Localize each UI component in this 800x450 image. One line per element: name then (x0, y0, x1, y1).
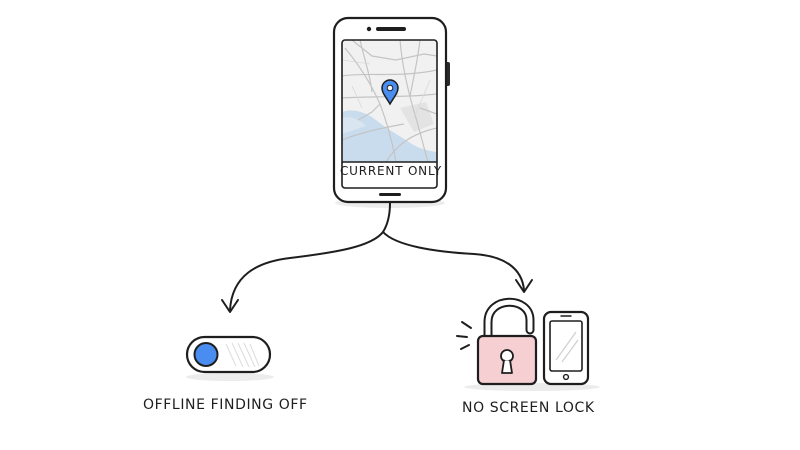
map-water (342, 110, 437, 162)
arrow-left-branch (229, 231, 384, 311)
keyhole-icon (500, 349, 514, 374)
arrow-right-head (515, 279, 533, 293)
map-screen (342, 40, 437, 162)
screen-lock-label: NO SCREEN LOCK (462, 400, 595, 416)
arrow-stem (382, 202, 391, 233)
small-phone-glare (555, 331, 579, 363)
arrow-left-head (221, 299, 239, 313)
toggle-knob (193, 342, 219, 367)
phone-home-indicator (379, 193, 401, 196)
small-phone-icon (542, 310, 590, 386)
phone-screen (341, 39, 438, 189)
map-streets (342, 40, 437, 162)
smartphone (332, 16, 450, 208)
phone-screen-label: CURRENT ONLY (340, 164, 442, 178)
toggle-shadow (186, 373, 274, 381)
phone-camera (366, 26, 372, 32)
alert-marks (456, 321, 472, 350)
small-phone-home-button (562, 373, 570, 381)
map-pin-icon (381, 79, 399, 106)
toggle-track-hatching (225, 342, 260, 368)
branch-arrows (221, 202, 533, 313)
padlock-shackle (485, 299, 533, 341)
arrow-right-branch (382, 231, 525, 291)
phone-speaker (376, 27, 406, 31)
toggle-switch-icon (185, 335, 274, 381)
offline-finding-label: OFFLINE FINDING OFF (143, 397, 308, 413)
